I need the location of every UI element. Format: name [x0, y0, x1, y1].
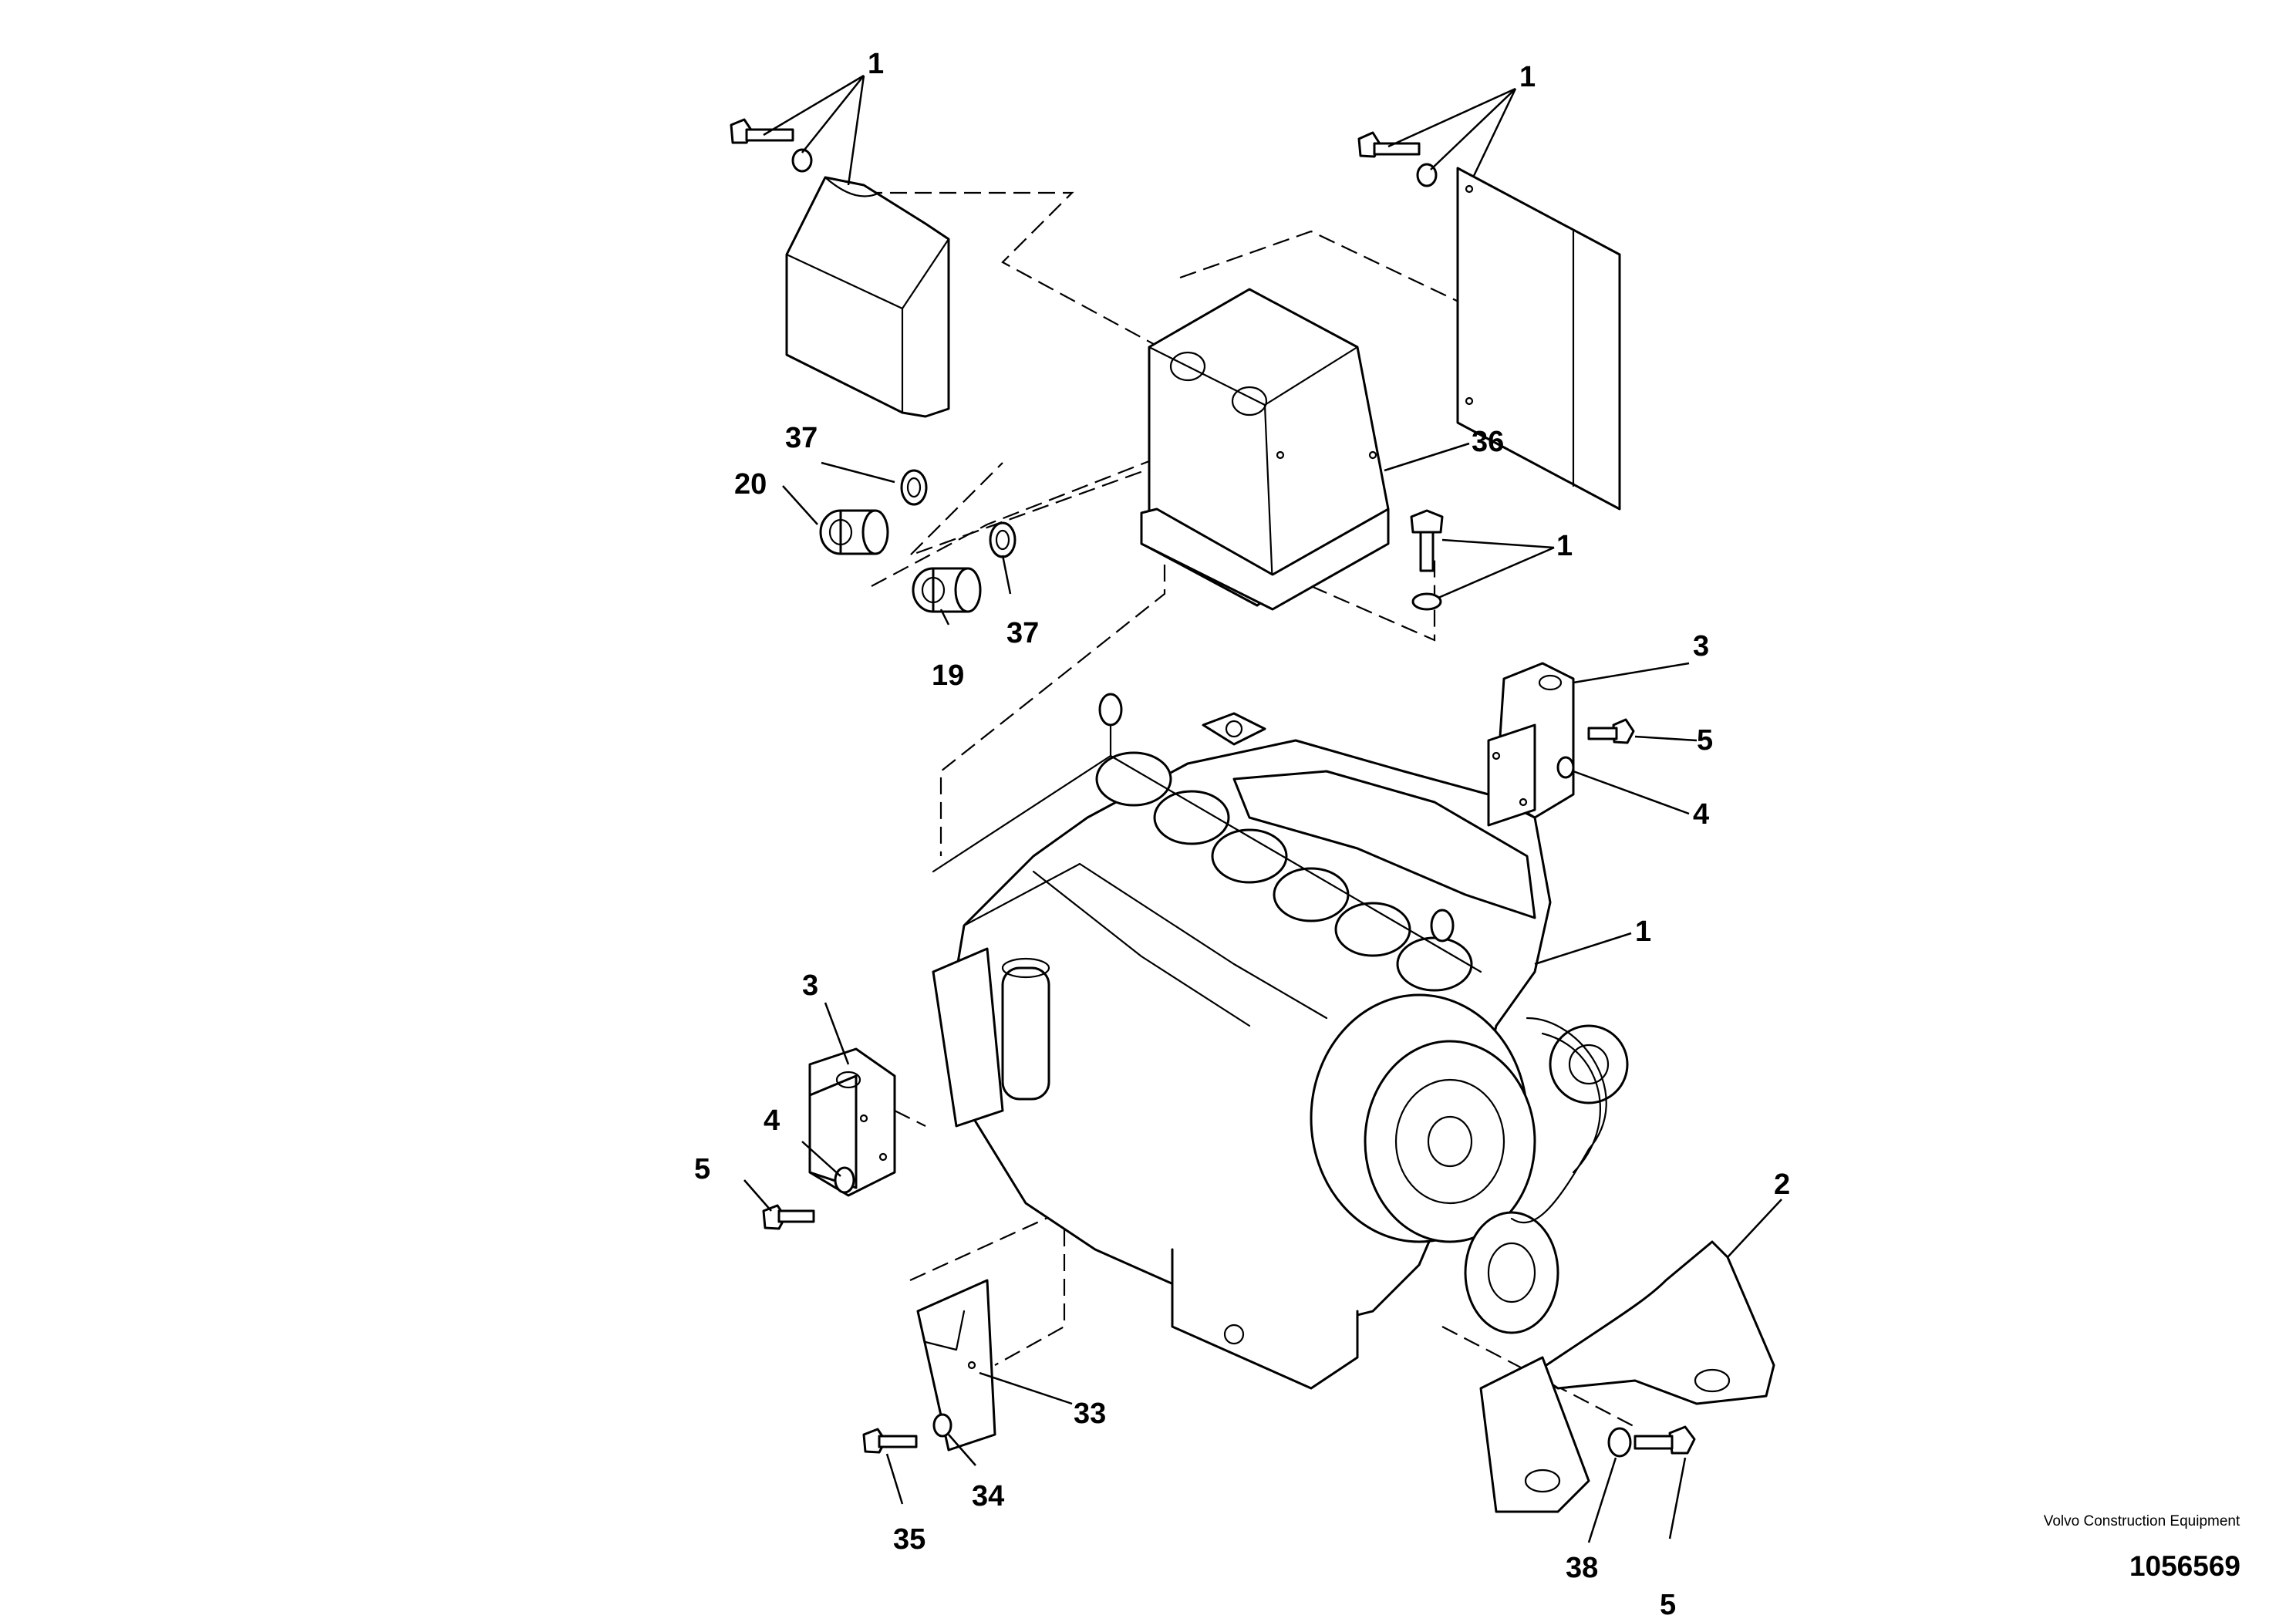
callout-38: 38: [1566, 1552, 1598, 1584]
bolt-left-5: [762, 1204, 815, 1230]
leader-lines: [743, 74, 1782, 1543]
callout-20: 20: [734, 468, 767, 501]
fitting-19: [912, 567, 982, 613]
bolt-35: [862, 1428, 918, 1454]
callout-1-top-right: 1: [1519, 61, 1536, 93]
bolt-bottom-5: [1633, 1425, 1696, 1455]
callout-labels: 1 1 37 20 36 1 37 19 3 5 4 1 3 4 5 2 33 …: [694, 48, 1790, 1621]
callout-2: 2: [1774, 1168, 1790, 1201]
shield-plate-right: [1456, 167, 1621, 511]
bolt-vertical: [1410, 509, 1444, 572]
bolt-right-5: [1587, 718, 1635, 744]
callout-3-right: 3: [1693, 630, 1709, 663]
callout-1-engine: 1: [1635, 916, 1651, 948]
washer-34: [932, 1413, 952, 1438]
callout-33: 33: [1074, 1398, 1106, 1430]
callout-5-left: 5: [694, 1153, 710, 1185]
rear-support-bracket: [1479, 1240, 1775, 1513]
fitting-20: [819, 509, 889, 555]
small-bracket-33: [916, 1279, 996, 1452]
callout-36: 36: [1472, 426, 1504, 458]
callout-19: 19: [932, 659, 964, 692]
document-number: 1056569: [2129, 1550, 2240, 1582]
air-housing: [1140, 288, 1390, 611]
mount-bracket-right: [1487, 662, 1575, 827]
callout-34: 34: [972, 1480, 1004, 1512]
washer-top-left: [791, 148, 813, 173]
bolt-top-left: [730, 118, 794, 144]
callout-37-upper: 37: [785, 422, 818, 454]
washer-left-4: [834, 1166, 855, 1194]
callout-4-right: 4: [1693, 798, 1709, 831]
callout-1-top-left: 1: [868, 48, 884, 80]
callout-5-right: 5: [1697, 724, 1713, 757]
callout-3-left: 3: [802, 969, 818, 1002]
callout-4-left: 4: [764, 1104, 780, 1137]
company-name: Volvo Construction Equipment: [2043, 1513, 2240, 1529]
callout-35: 35: [893, 1523, 925, 1556]
callout-5-bottom: 5: [1660, 1589, 1676, 1621]
washer-vertical: [1411, 592, 1442, 611]
washer-right-4: [1556, 756, 1575, 779]
hood-panel-left: [785, 176, 950, 418]
washer-37-upper: [900, 469, 928, 506]
engine-block: [932, 693, 1629, 1390]
washer-38: [1607, 1427, 1632, 1458]
callout-37-lower: 37: [1006, 617, 1039, 649]
washer-37-lower: [989, 521, 1017, 558]
bolt-top-right: [1357, 131, 1421, 158]
mount-bracket-left: [808, 1047, 896, 1197]
callout-1-bolt: 1: [1556, 530, 1573, 562]
